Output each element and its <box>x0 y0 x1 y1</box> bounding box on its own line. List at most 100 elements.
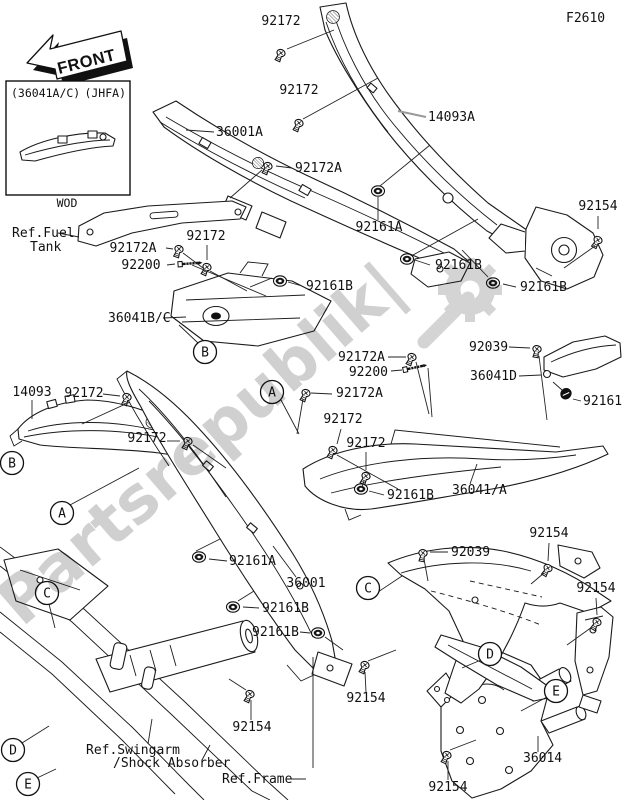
part-36041d-trim <box>542 335 622 379</box>
leader-line <box>415 361 430 415</box>
callout-label: 92161B <box>252 625 299 640</box>
callout-label: 92154 <box>232 720 271 735</box>
ref-swingarm-label: Ref.Swingarm <box>86 743 180 758</box>
callout-label: 92172A <box>110 241 157 256</box>
callout-label: 92200 <box>349 365 388 380</box>
callout-label: 36001 <box>286 576 325 591</box>
view-marker-label: B <box>201 346 209 361</box>
callout-label: 36041D <box>470 369 517 384</box>
view-marker: C <box>34 580 60 606</box>
callout-label: 92154 <box>576 581 615 596</box>
callout-label: 14093A <box>428 110 475 125</box>
leader-line <box>449 739 477 751</box>
view-marker-label: C <box>364 582 372 597</box>
callout-label: 92039 <box>451 545 490 560</box>
callout-label: 92172 <box>261 14 300 29</box>
grommet-icon <box>353 483 369 495</box>
callout-label: 92172A <box>336 386 383 401</box>
callout-label: 36041/A <box>452 483 507 498</box>
callout-label: 92161B <box>262 601 309 616</box>
front-arrow: FRONT <box>26 30 133 86</box>
callout-label: 92161B <box>306 279 353 294</box>
leader-line <box>280 399 300 435</box>
callout-label: 92161A <box>229 554 276 569</box>
leader-line <box>182 252 204 269</box>
leader-line <box>299 631 311 634</box>
leader-line <box>361 480 365 488</box>
leader-line <box>81 401 131 425</box>
ref-fuel-tank-label: Tank <box>30 240 61 255</box>
leader-line <box>249 277 273 288</box>
view-marker-label: E <box>24 778 32 793</box>
callout-label: 92154 <box>578 199 617 214</box>
view-marker-label: C <box>43 587 51 602</box>
leader-line <box>414 259 431 266</box>
leader-line <box>102 393 121 397</box>
part-rear-cover <box>387 546 612 704</box>
leader-line <box>69 467 140 506</box>
shock-absorber <box>95 619 259 693</box>
view-marker-label: A <box>268 386 276 401</box>
view-marker: E <box>15 771 41 797</box>
view-marker-label: D <box>486 648 494 663</box>
callout-label: 92172 <box>186 229 225 244</box>
leader-line <box>286 29 335 50</box>
ref-fuel-tank-label: Ref.Fuel <box>12 226 75 241</box>
callout-label: 92039 <box>469 340 508 355</box>
inset-box: (36041A/C) (JHFA) WOD <box>5 80 131 210</box>
leader-line <box>566 626 593 646</box>
leader-line <box>364 671 367 693</box>
ref-swingarm-label: /Shock Absorber <box>113 756 231 771</box>
clip-knob-icon <box>326 10 340 24</box>
callout-label: 92172 <box>323 412 362 427</box>
grommet-icon <box>310 627 326 639</box>
callout-label: 92161B <box>520 280 567 295</box>
frame-swingarm <box>0 546 353 800</box>
leader-line <box>530 572 545 585</box>
part-right-cover <box>488 206 604 290</box>
leader-line <box>368 490 385 496</box>
leader-line <box>427 367 433 418</box>
leader-line <box>166 263 176 266</box>
leader-line <box>208 558 228 562</box>
leader-line <box>508 346 531 349</box>
leader-line <box>191 264 267 297</box>
view-marker: B <box>192 339 218 365</box>
part-36041a-main-cover <box>302 429 609 521</box>
marker-layer: B A B A C C D E D E <box>0 339 569 797</box>
part-36041bc-cover <box>170 261 332 347</box>
leader-line <box>502 283 517 288</box>
view-marker: C <box>355 575 381 601</box>
inset-part-number: (36041A/C) <box>11 86 80 100</box>
inset-marking: WOD <box>57 196 78 210</box>
leader-line <box>336 428 342 445</box>
leader-line <box>390 369 403 372</box>
callout-label: 92172A <box>295 161 342 176</box>
callout-label: 92161A <box>356 220 403 235</box>
callout-label: 14093 <box>12 385 51 400</box>
view-marker: D <box>477 641 503 667</box>
leader-line <box>178 324 199 344</box>
callout-label: 92161 <box>583 394 622 409</box>
leader-line <box>229 169 263 199</box>
leader-line <box>48 603 56 629</box>
leader-line <box>538 355 548 421</box>
leader-line <box>412 218 479 256</box>
leader-line <box>185 129 215 133</box>
view-marker-label: D <box>9 744 17 759</box>
inset-variant-code: (JHFA) <box>84 86 126 100</box>
leader-line <box>423 558 429 582</box>
callout-label: 92172A <box>338 350 385 365</box>
view-marker: A <box>259 379 285 405</box>
part-14093-cover <box>9 394 207 460</box>
leader-line <box>162 316 187 319</box>
leader-line <box>595 597 598 616</box>
view-marker: E <box>543 678 569 704</box>
part-fuel-tank-bracket <box>77 200 247 247</box>
view-marker-label: B <box>8 457 16 472</box>
callout-label: 92172 <box>346 436 385 451</box>
leader-line <box>310 392 333 395</box>
grommet-icon <box>225 601 241 613</box>
